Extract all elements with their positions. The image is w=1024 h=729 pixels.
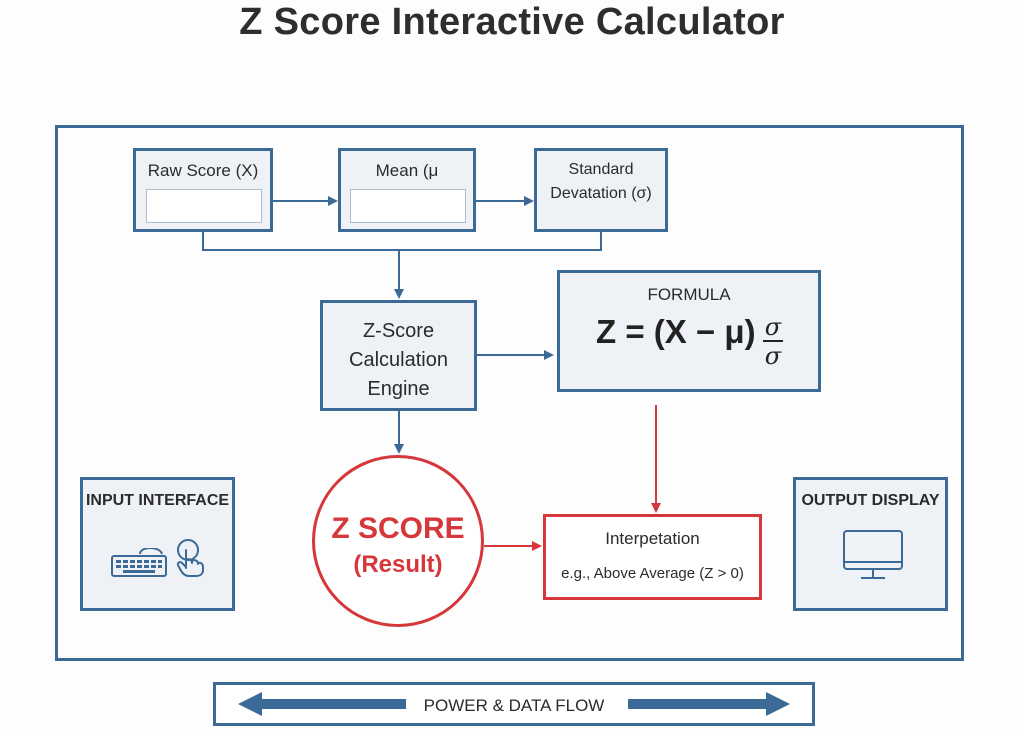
input-interface-panel: INPUT INTERFACE [80,477,235,611]
output-display-title: OUTPUT DISPLAY [801,492,940,509]
result-label: Z SCORE [331,512,465,545]
formula-expression: Z = (X − μ) [596,313,756,350]
power-data-flow-bar: POWER & DATA FLOW [213,682,815,726]
page-title: Z Score Interactive Calculator [239,1,785,43]
formula-box: FORMULA Z = (X − μ) σ σ [557,270,821,392]
mean-input[interactable] [350,189,466,223]
result-sublabel: (Result) [353,551,443,578]
fraction-bar [763,340,783,342]
std-dev-label-line1: Standard [568,161,634,178]
engine-line-1: Z-Score [362,320,435,342]
calculation-engine-box: Z-Score Calculation Engine [320,300,477,411]
flow-label: POWER & DATA FLOW [423,696,605,715]
keyboard-icon [111,548,167,577]
formula-title: FORMULA [647,285,731,304]
merge-line [202,232,602,251]
formula-fraction: σ σ [763,315,783,369]
interpretation-box: Interpetation e.g., Above Average (Z > 0… [543,514,762,600]
std-dev-label-line2: Devatation (σ) [550,185,652,202]
output-display-panel: OUTPUT DISPLAY [793,477,948,611]
input-interface-title: INPUT INTERFACE [85,492,230,509]
engine-label: Z-Score Calculation Engine [323,317,474,404]
interpretation-example: e.g., Above Average (Z > 0) [561,565,744,582]
raw-score-box: Raw Score (X) [133,148,273,232]
fraction-numerator: σ [764,313,782,341]
monitor-icon [843,530,903,579]
fraction-denominator: σ [764,342,782,370]
std-dev-box: Standard Devatation (σ) [534,148,668,232]
mean-label: Mean (μ [375,161,439,180]
engine-line-2: Calculation [349,349,448,371]
engine-line-3: Engine [367,378,430,400]
raw-score-label: Raw Score (X) [147,161,259,180]
touch-hand-icon [176,539,204,577]
calculator-frame [55,125,964,661]
z-score-result: Z SCORE (Result) [312,455,484,627]
interpretation-title: Interpetation [605,529,700,548]
mean-box: Mean (μ [338,148,476,232]
double-arrow-icon [238,692,790,716]
raw-score-input[interactable] [146,189,262,223]
